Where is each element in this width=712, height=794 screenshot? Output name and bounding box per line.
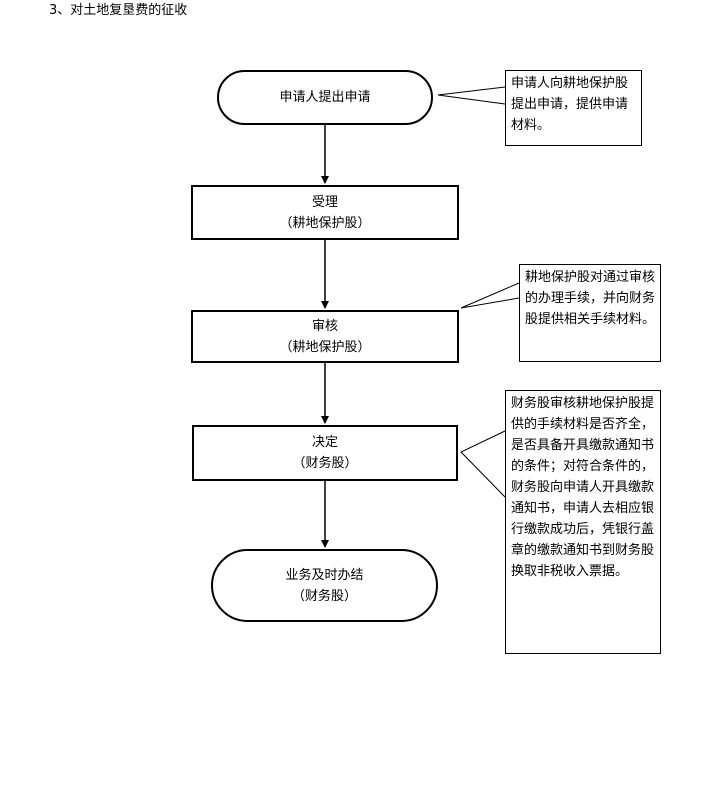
- node-label: 决定: [311, 435, 338, 450]
- flow-node-complete: 业务及时办结 （财务股）: [211, 549, 438, 622]
- node-label: 受理: [311, 194, 338, 210]
- callout-pointer-1: [437, 86, 506, 105]
- note-decision: 财务股审核耕地保护股提供的手续材料是否齐全，是否具备开具缴款通知书的条件；对符合…: [505, 390, 661, 654]
- node-label: 审核: [311, 318, 338, 334]
- flow-node-decision: 决定 （财务股）: [192, 425, 458, 481]
- flow-node-accept: 受理 （耕地保护股）: [191, 185, 459, 240]
- node-department: （财务股）: [291, 588, 357, 604]
- node-department: （财务股）: [292, 456, 358, 471]
- note-review: 耕地保护股对通过审核的办理手续，并向财务股提供相关手续材料。: [519, 264, 661, 362]
- node-department: （耕地保护股）: [279, 339, 371, 355]
- node-department: （耕地保护股）: [279, 215, 371, 231]
- node-label: 申请人提出申请: [279, 90, 371, 105]
- node-label: 业务及时办结: [285, 567, 364, 583]
- callout-pointer-2: [460, 282, 520, 309]
- callout-pointer-3: [460, 430, 506, 498]
- flow-node-review: 审核 （耕地保护股）: [191, 310, 459, 363]
- page-title: 3、对土地复垦费的征收: [49, 3, 188, 18]
- flow-node-apply: 申请人提出申请: [217, 70, 433, 125]
- note-apply: 申请人向耕地保护股提出申请，提供申请材料。: [505, 70, 642, 146]
